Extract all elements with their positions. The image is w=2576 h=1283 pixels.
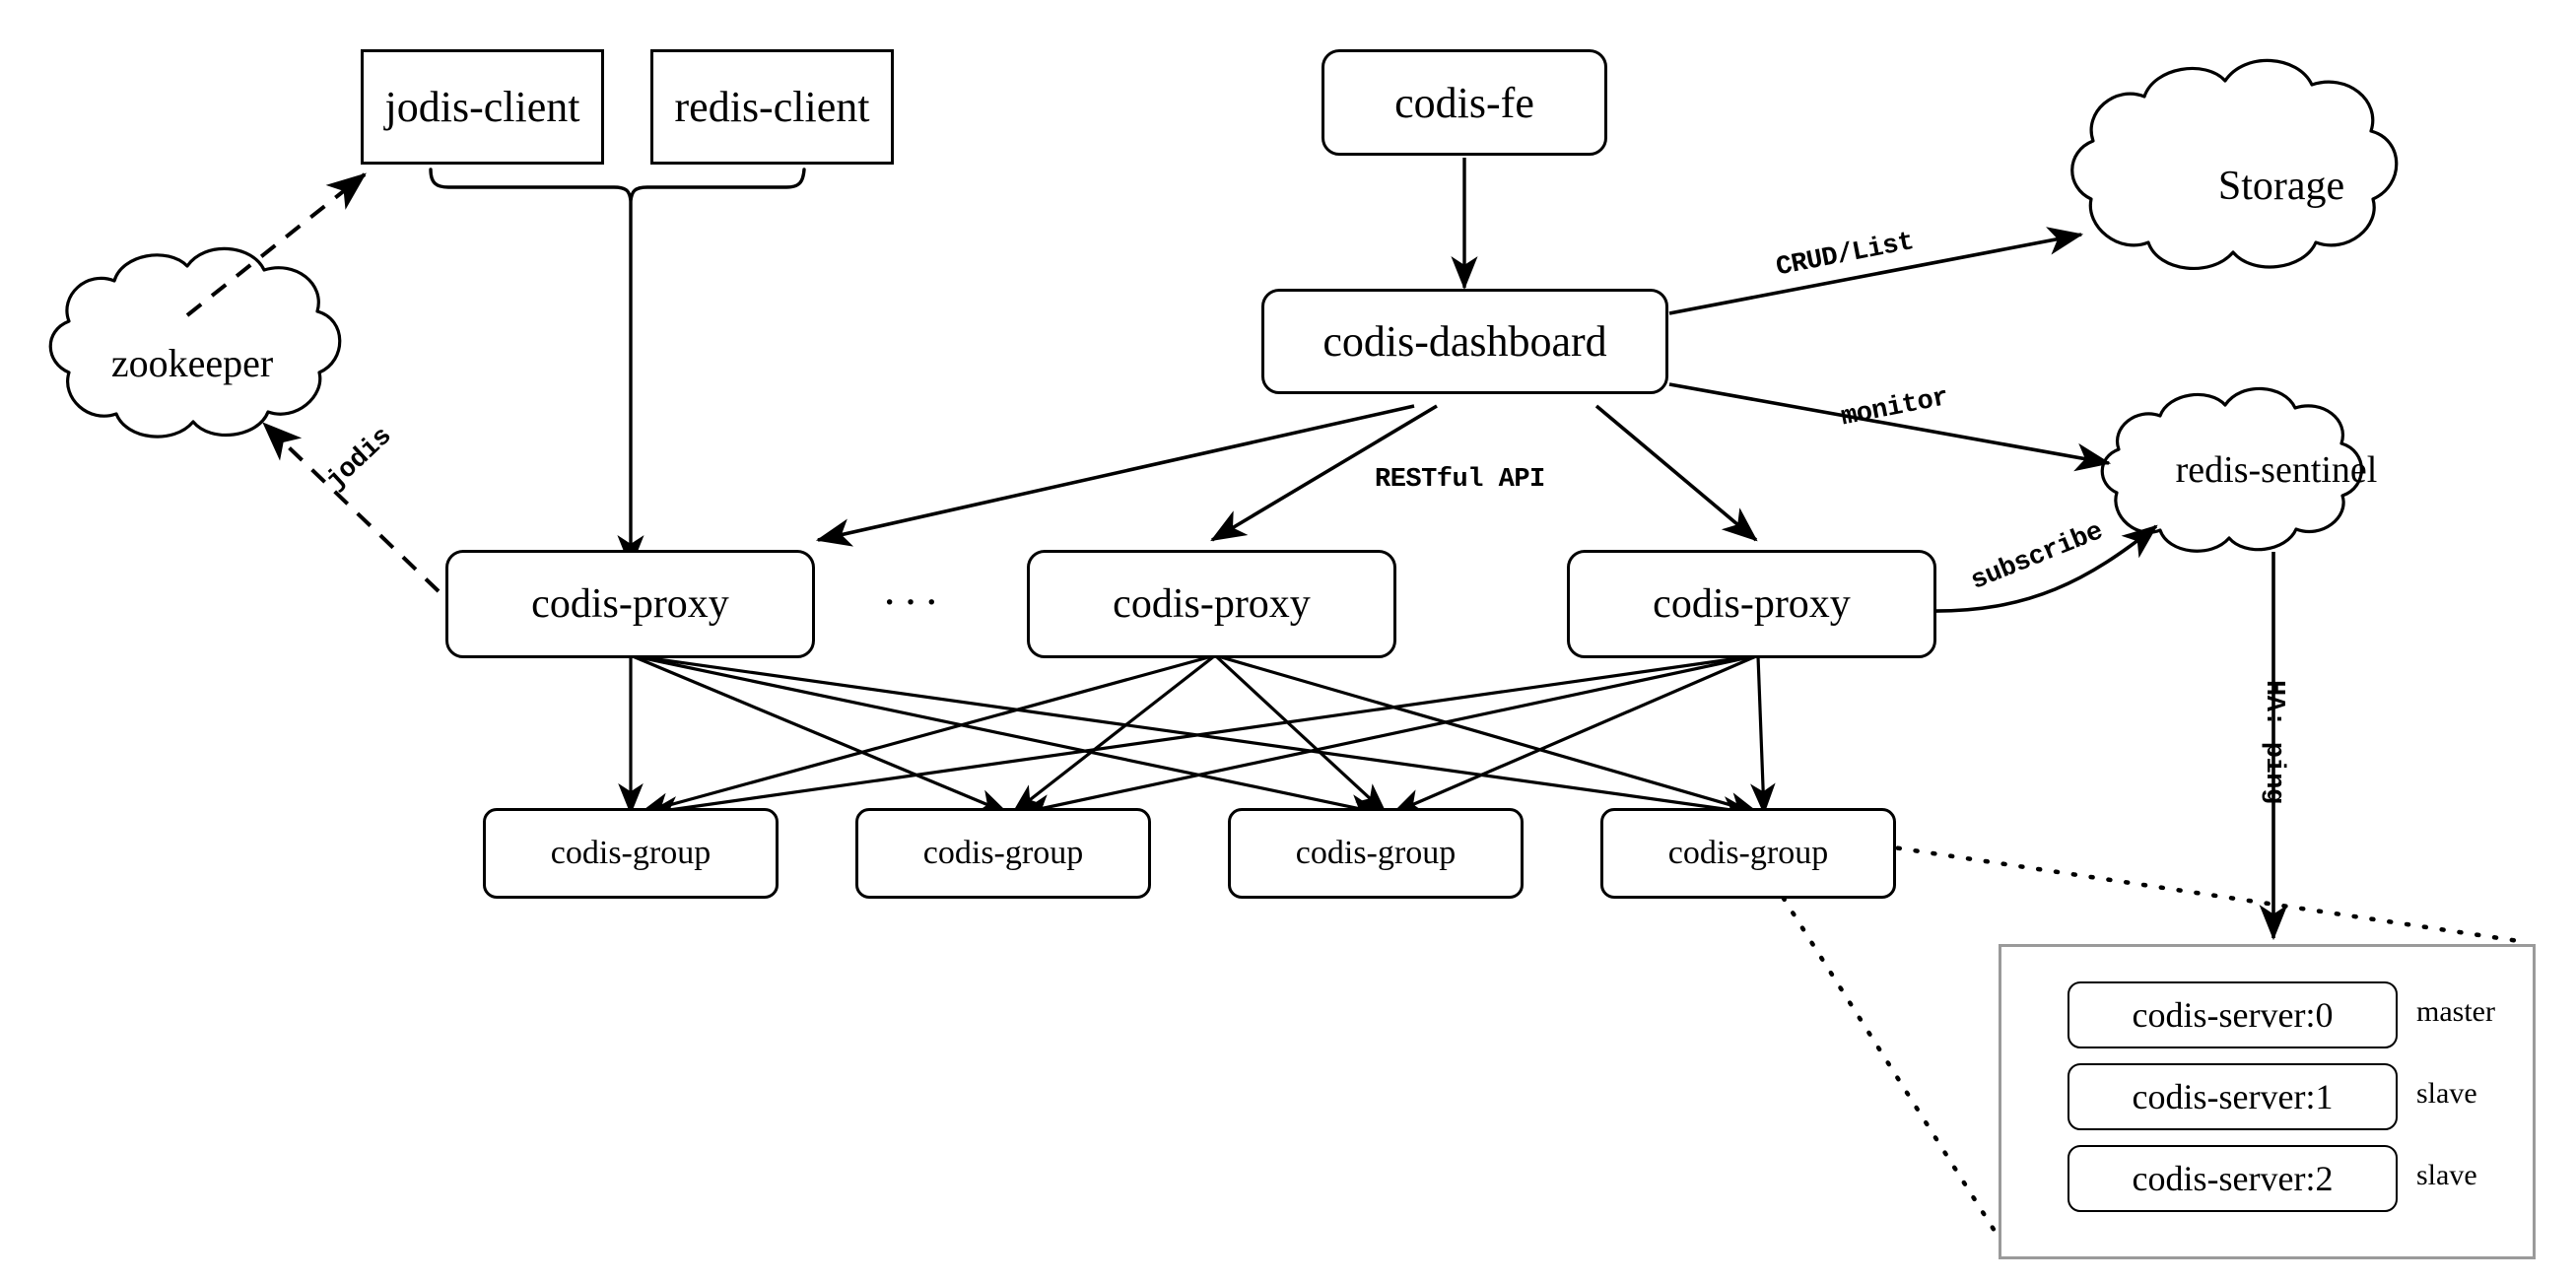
node-codis-server-1[interactable]: codis-server:1 xyxy=(2068,1063,2398,1130)
edge-label-restful-api: RESTful API xyxy=(1375,465,1545,495)
edge-label-subscribe: subscribe xyxy=(1967,517,2108,597)
zookeeper-to-jodis-client-arrow xyxy=(185,172,367,317)
node-codis-fe[interactable]: codis-fe xyxy=(1322,49,1607,156)
proxy1-to-group2-arrow xyxy=(632,654,1009,815)
node-jodis-client-label: jodis-client xyxy=(384,83,580,131)
node-codis-server-0-label: codis-server:0 xyxy=(2132,995,2334,1035)
proxy2-to-group4-arrow xyxy=(1217,654,1760,817)
edge-label-crud-list: CRUD/List xyxy=(1774,228,1917,284)
codis-server-2-role: slave xyxy=(2416,1159,2477,1191)
node-redis-client-label: redis-client xyxy=(674,83,870,131)
node-codis-proxy-1-label: codis-proxy xyxy=(531,581,729,627)
node-codis-group-2-label: codis-group xyxy=(922,835,1084,871)
clients-brace xyxy=(429,168,806,202)
codis-server-0-role: master xyxy=(2416,995,2495,1028)
proxy1-to-group3-arrow xyxy=(634,654,1382,820)
node-codis-group-1-label: codis-group xyxy=(550,835,712,871)
node-codis-server-1-label: codis-server:1 xyxy=(2132,1077,2334,1116)
proxy2-to-group3-arrow xyxy=(1214,654,1388,815)
dashboard-to-proxy1-arrow xyxy=(815,404,1415,547)
group4-to-panel-dotted-top xyxy=(1877,843,2522,944)
node-codis-server-2-label: codis-server:2 xyxy=(2132,1159,2334,1198)
node-jodis-client[interactable]: jodis-client xyxy=(361,49,604,165)
node-codis-group-2[interactable]: codis-group xyxy=(855,808,1151,899)
node-zookeeper-label: zookeeper xyxy=(110,341,274,385)
proxy-ellipsis: ··· xyxy=(882,576,945,627)
node-redis-sentinel-label: redis-sentinel xyxy=(2175,449,2378,491)
node-codis-proxy-3-label: codis-proxy xyxy=(1653,581,1851,627)
node-codis-dashboard[interactable]: codis-dashboard xyxy=(1261,289,1668,394)
node-codis-group-3-label: codis-group xyxy=(1295,835,1457,871)
codis-server-1-role: slave xyxy=(2416,1077,2477,1110)
node-codis-proxy-1[interactable]: codis-proxy xyxy=(445,550,815,658)
node-codis-proxy-2-label: codis-proxy xyxy=(1113,581,1311,627)
node-codis-proxy-3[interactable]: codis-proxy xyxy=(1567,550,1936,658)
edge-label-ha-ping: HA: ping xyxy=(2259,680,2288,804)
proxy2-to-group1-arrow xyxy=(639,654,1213,818)
node-codis-dashboard-label: codis-dashboard xyxy=(1322,317,1607,366)
group4-to-panel-dotted-bottom xyxy=(1771,880,2009,1252)
node-codis-group-4[interactable]: codis-group xyxy=(1600,808,1896,899)
dashboard-to-proxy3-arrow xyxy=(1594,404,1758,542)
node-codis-group-3[interactable]: codis-group xyxy=(1228,808,1524,899)
proxy3-to-group1-arrow xyxy=(646,654,1753,822)
node-codis-proxy-2[interactable]: codis-proxy xyxy=(1027,550,1396,658)
node-codis-server-0[interactable]: codis-server:0 xyxy=(2068,981,2398,1048)
node-codis-fe-label: codis-fe xyxy=(1394,78,1534,127)
proxy3-to-group4-arrow xyxy=(1750,655,1776,815)
node-redis-client[interactable]: redis-client xyxy=(650,49,894,165)
proxy2-to-group2-arrow xyxy=(1011,654,1215,815)
node-codis-group-4-label: codis-group xyxy=(1667,835,1829,871)
proxy3-to-group3-arrow xyxy=(1391,654,1757,815)
proxy1-to-group4-arrow xyxy=(636,654,1754,822)
edge-label-monitor: monitor xyxy=(1839,383,1951,434)
edge-label-jodis: jodis xyxy=(321,422,398,497)
node-storage-label: Storage xyxy=(2217,164,2345,209)
node-codis-group-1[interactable]: codis-group xyxy=(483,808,779,899)
node-codis-server-2[interactable]: codis-server:2 xyxy=(2068,1145,2398,1212)
proxy3-to-group2-arrow xyxy=(1019,654,1755,820)
